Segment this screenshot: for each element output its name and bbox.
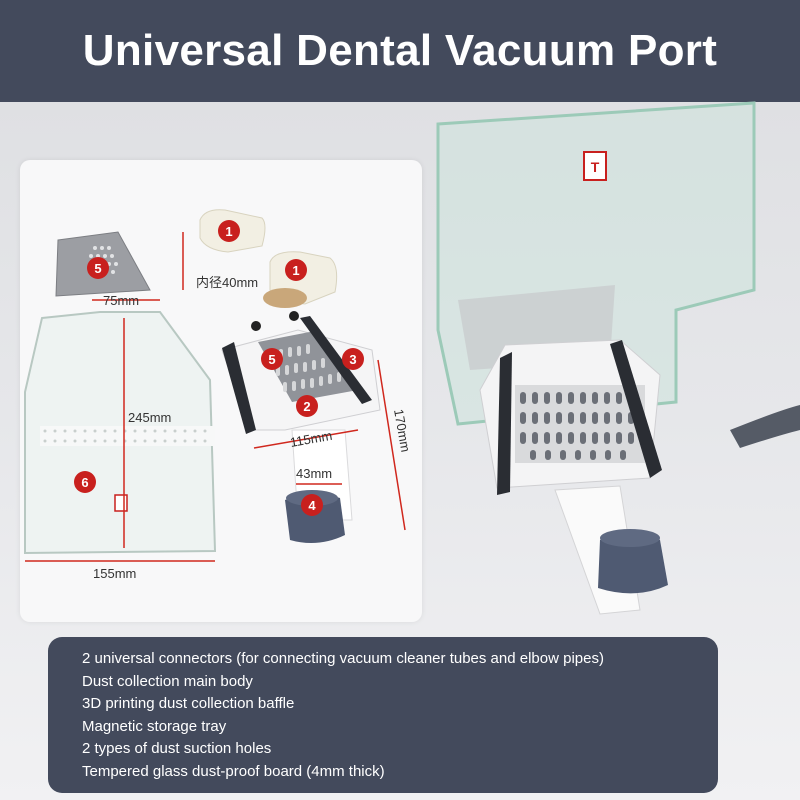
svg-text:1: 1 [225, 224, 232, 239]
feature-item: Magnetic storage tray [82, 717, 227, 735]
badge-suction-holes-loose: 5 [87, 257, 109, 279]
connector-opening [263, 288, 307, 308]
top-width-label: 75mm [103, 293, 139, 308]
brand-logo-mark [583, 151, 607, 181]
badge-connector-b: 1 [285, 259, 307, 281]
inner-diameter-label: 内径40mm [196, 275, 258, 290]
badge-storage-tray: 4 [301, 494, 323, 516]
body-right-strip [300, 316, 372, 404]
badge-main-body: 2 [296, 395, 318, 417]
main-body-slots [270, 344, 341, 392]
tray-width-label: 43mm [296, 466, 332, 481]
feature-item: 2 types of dust suction holes [82, 740, 272, 758]
body-width-line [253, 429, 359, 449]
feature-item: Tempered glass dust-proof board (4mm thi… [82, 762, 385, 780]
feature-item: 2 universal connectors (for connecting v… [82, 650, 604, 667]
right-magnetic-strip [610, 340, 662, 478]
left-magnetic-strip [497, 352, 512, 495]
svg-text:3: 3 [349, 352, 356, 367]
svg-text:6: 6 [81, 475, 88, 490]
body-screw-left [251, 321, 261, 331]
body-depth-line [377, 359, 406, 531]
vacuum-hose-shape [730, 405, 800, 448]
body-screw-right [289, 311, 299, 321]
badge-suction-holes-body: 5 [261, 348, 283, 370]
badge-glass-board: 6 [74, 471, 96, 493]
badge-baffle-3d: 3 [342, 348, 364, 370]
plug-body [285, 493, 345, 544]
glass-width-label: 155mm [93, 566, 136, 581]
glass-height-label: 245mm [128, 410, 171, 425]
features-box: 2 universal connectors (for connecting v… [48, 637, 718, 793]
svg-text:2: 2 [303, 399, 310, 414]
body-depth-label: 170mm [391, 408, 413, 453]
svg-text:5: 5 [94, 261, 101, 276]
svg-text:5: 5 [268, 352, 275, 367]
page-title: Universal Dental Vacuum Port [82, 26, 718, 75]
feature-item: 3D printing dust collection baffle [82, 695, 295, 713]
features-list: 2 universal connectors (for connecting v… [82, 648, 718, 784]
brand-logo-letter: T [591, 159, 600, 175]
body-width-label: 115mm [289, 428, 333, 450]
plug-shape [598, 532, 668, 594]
badge-connector-a: 1 [218, 220, 240, 242]
plug-top [600, 529, 660, 547]
svg-text:1: 1 [292, 263, 299, 278]
body-left-strip [222, 342, 256, 434]
title-banner: Universal Dental Vacuum Port [0, 0, 800, 102]
svg-text:4: 4 [308, 498, 316, 513]
glass-dot-pattern [40, 426, 215, 446]
glass-logo-mark [114, 494, 128, 512]
feature-item: Dust collection main body [82, 672, 253, 690]
